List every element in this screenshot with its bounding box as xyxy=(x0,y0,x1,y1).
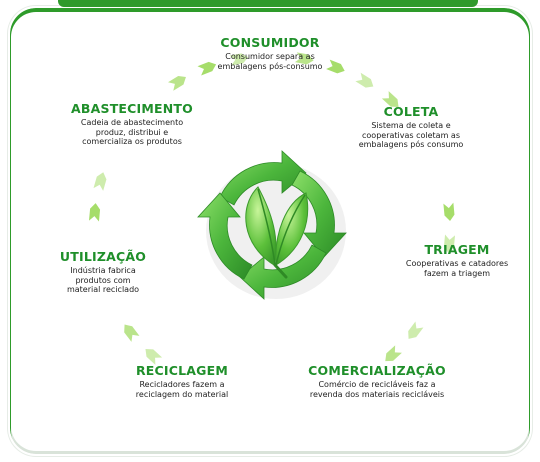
stage-title: CONSUMIDOR xyxy=(220,35,320,50)
stage-desc: Sistema de coleta e cooperativas coletam… xyxy=(358,121,464,149)
ring-chevron xyxy=(93,172,107,191)
stage-desc: Indústria fabrica produtos com material … xyxy=(66,266,140,294)
stage-coleta: COLETA Sistema de coleta e cooperativas … xyxy=(346,105,476,150)
ring-chevron xyxy=(88,203,101,222)
stage-desc: Cooperativas e catadores fazem a triagem xyxy=(405,259,509,278)
stage-desc: Cadeia de abastecimento produz, distribu… xyxy=(80,118,184,146)
stage-abastecimento: ABASTECIMENTO Cadeia de abastecimento pr… xyxy=(62,102,202,147)
ring-chevron xyxy=(124,324,140,342)
ring-chevron xyxy=(294,52,314,65)
stage-title: RECICLAGEM xyxy=(135,363,229,378)
ring-chevron xyxy=(408,321,424,339)
ring-chevron xyxy=(168,75,186,91)
stage-title: UTILIZAÇÃO xyxy=(59,249,147,264)
recycle-leaf-icon xyxy=(197,150,347,300)
stage-title: ABASTECIMENTO xyxy=(71,101,193,116)
outer-ring xyxy=(88,52,456,365)
stage-consumidor: CONSUMIDOR Consumidor separa as embalage… xyxy=(190,36,350,71)
stage-desc: Recicladores fazem a reciclagem do mater… xyxy=(135,380,229,399)
stage-utilizacao: UTILIZAÇÃO Indústria fabrica produtos co… xyxy=(48,250,158,295)
stage-desc: Comércio de recicláveis faz a revenda do… xyxy=(309,380,445,399)
ring-chevron xyxy=(326,59,345,74)
stage-title: COMERCIALIZAÇÃO xyxy=(308,363,446,378)
ring-chevron xyxy=(443,202,455,222)
ring-chevron xyxy=(197,61,217,76)
ring-chevron xyxy=(381,91,399,107)
stage-reciclagem: RECICLAGEM Recicladores fazem a reciclag… xyxy=(122,364,242,399)
ring-chevron xyxy=(229,53,249,66)
ring-chevron xyxy=(443,234,456,253)
ring-chevron xyxy=(145,349,163,365)
stage-desc: Consumidor separa as embalagens pós-cons… xyxy=(217,52,323,71)
stage-title: TRIAGEM xyxy=(424,242,490,257)
stage-triagem: TRIAGEM Cooperativas e catadores fazem a… xyxy=(392,243,522,278)
stage-title: COLETA xyxy=(383,104,439,119)
ring-chevron xyxy=(355,72,374,88)
frame-top-bar xyxy=(58,0,478,7)
stage-comercializacao: COMERCIALIZAÇÃO Comércio de recicláveis … xyxy=(292,364,462,399)
ring-chevron xyxy=(385,345,402,362)
